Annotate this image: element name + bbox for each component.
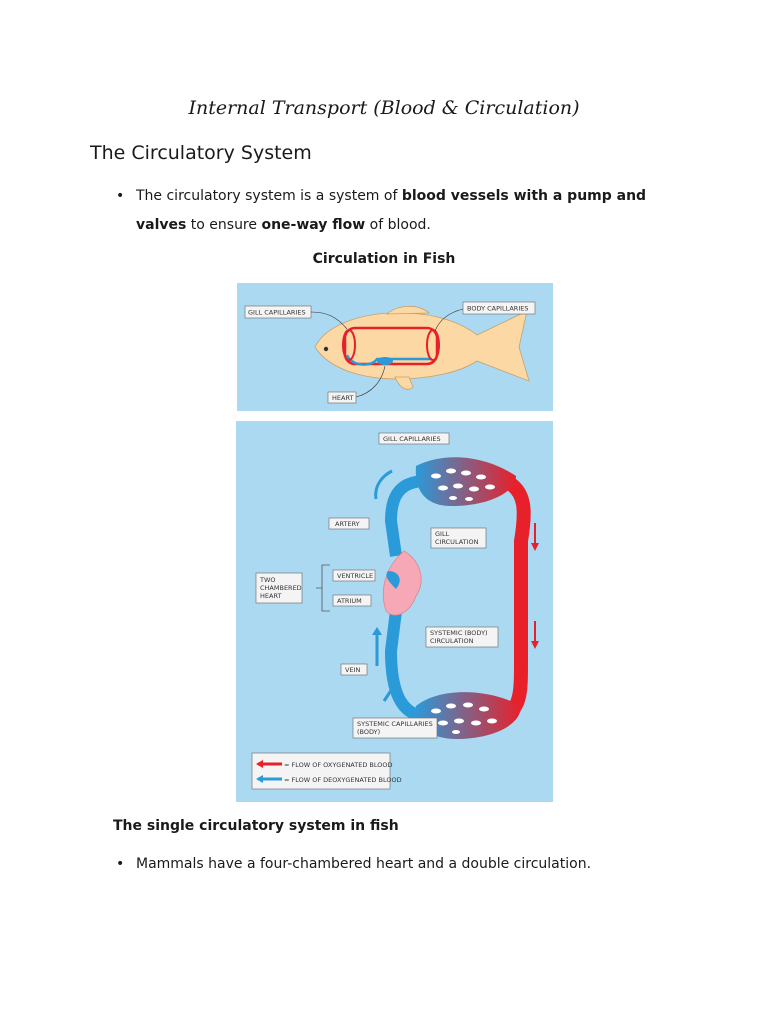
capillary-texture [431,468,497,734]
legend-box [251,752,391,790]
label-two-chambered-1: TWO [259,576,276,584]
leader-line [434,308,464,332]
circulation-diagram: GILL CAPILLARIES ARTERY GILL CIRCULATION… [251,432,539,790]
bullet-text: Mammals have a four-chambered heart and … [136,856,592,872]
bracket [316,564,330,612]
fish-diagram: GILL CAPILLARIES BODY CAPILLARIES HEART [244,301,536,404]
label-box-body-capillaries [462,301,536,315]
label-box-systemic-capillaries [352,717,438,739]
label-ventricle: VENTRICLE [337,572,373,580]
legend-deoxygenated-arrow-head [256,775,263,783]
vein-vessel [384,610,427,722]
fish-eye [323,346,329,352]
legend-oxygenated: = FLOW OF OXYGENATED BLOOD [284,761,392,769]
label-box-gill-circulation [430,527,487,549]
dorsal-fin [385,305,431,315]
label-systemic-1: SYSTEMIC (BODY) [430,629,488,637]
fish-label-gill-capillaries: GILL CAPILLARIES [248,309,306,317]
legend-deoxygenated: = FLOW OF DEOXYGENATED BLOOD [284,776,402,784]
fish-heart-shape [377,357,393,365]
figure-subheading: The single circulatory system in fish [113,818,399,834]
label-gill-circulation-1: GILL [435,530,450,538]
fish-body-capillaries [426,329,440,361]
label-box-two-chambered-heart [255,572,303,604]
label-artery: ARTERY [335,520,360,528]
fish-label-body-capillaries: BODY CAPILLARIES [467,305,528,313]
page-title: Internal Transport (Blood & Circulation) [188,97,580,119]
blue-arrow-head [372,627,382,635]
label-two-chambered-3: HEART [260,592,281,600]
label-vein: VEIN [345,666,360,674]
fish-label-heart: HEART [332,394,353,402]
label-box-vein [340,663,368,676]
label-gill-circulation-2: CIRCULATION [435,538,479,546]
label-atrium: ATRIUM [337,597,362,605]
label-box-heart [327,391,357,404]
label-systemic-cap-2: (BODY) [357,728,380,736]
oxygenated-vessel [501,474,531,722]
label-systemic-cap-1: SYSTEMIC CAPILLARIES [357,720,433,728]
label-gill-capillaries: GILL CAPILLARIES [383,435,441,443]
bullet-line-1: The circulatory system is a system of bl… [136,188,647,204]
bullet-dot: • [116,856,125,872]
systemic-capillary-bed [415,692,521,739]
label-box-atrium [332,594,372,607]
circulation-diagram-panel: GILL CAPILLARIES ARTERY GILL CIRCULATION… [236,421,553,802]
red-arrow-head [531,543,539,551]
leader-line [310,311,348,330]
blue-arrow [382,682,398,702]
fish-body [314,310,530,382]
fish-diagram-panel: GILL CAPILLARIES BODY CAPILLARIES HEART [237,283,553,411]
figure-caption: Circulation in Fish [312,251,456,267]
fish-gill-capillaries [342,329,356,361]
ventricle-shape [386,571,400,589]
label-box-artery [328,517,370,530]
label-systemic-2: CIRCULATION [430,637,474,645]
artery-vessel [384,475,427,557]
label-two-chambered-2: CHAMBERED [260,584,302,592]
leader-line [355,365,386,398]
bullet-dot: • [116,188,125,204]
label-box-ventricle [332,569,376,582]
blue-arrow [374,469,393,500]
heart-shape [382,550,422,616]
fish-artery-loop [343,326,439,366]
red-arrow-head [531,641,539,649]
label-box-gill-capillaries [378,432,450,445]
gill-capillary-bed [415,457,516,506]
fish-vein-loop [345,354,432,366]
bullet-line-2: valves to ensure one-way flow of blood. [136,217,431,233]
label-box-systemic-circulation [425,626,499,648]
pelvic-fin [394,376,414,390]
section-heading: The Circulatory System [90,142,312,164]
legend-oxygenated-arrow-head [256,760,263,768]
